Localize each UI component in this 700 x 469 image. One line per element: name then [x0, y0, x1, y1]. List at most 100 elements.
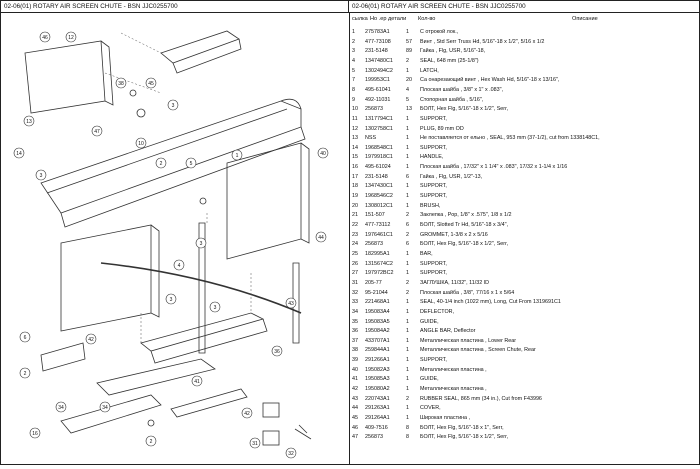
- part-number-cell: 221468A1: [365, 299, 390, 306]
- description-cell: Заклепка , Pop, 1/8" x .575", 1/8 x 1/2: [420, 212, 512, 219]
- svg-text:40: 40: [320, 151, 326, 157]
- quantity-cell: 1: [406, 328, 409, 335]
- description-cell: SEAL, 648 mm (25-1/8"): [420, 57, 479, 64]
- part-number-cell: 205-77: [365, 279, 382, 286]
- ref-number-cell: 26: [352, 260, 358, 267]
- callout-balloon: 40: [317, 147, 329, 159]
- description-cell: ЗАГЛУШКА, 11/32", 11/32 ID: [420, 279, 490, 286]
- quantity-cell: 1: [406, 115, 409, 122]
- ref-number-cell: 14: [352, 144, 358, 151]
- part-number-cell: 1347430C1: [365, 183, 393, 190]
- quantity-cell: 1: [406, 125, 409, 132]
- ref-number-cell: 19: [352, 193, 358, 200]
- quantity-cell: 8: [406, 434, 409, 441]
- ref-number-cell: 31: [352, 279, 358, 286]
- ref-number-cell: 8: [352, 86, 355, 93]
- description-cell: COVER,: [420, 405, 441, 412]
- quantity-cell: 4: [406, 86, 409, 93]
- callout-balloon: 3: [209, 301, 221, 313]
- ref-number-cell: 44: [352, 405, 358, 412]
- description-cell: Плоская шайба , 17/32" x 1 1/4" x .083",…: [420, 164, 568, 171]
- parts-list-header-title: 02-06(01) ROTARY AIR SCREEN CHUTE - BSN …: [349, 1, 699, 13]
- description-cell: SUPPORT,: [420, 115, 447, 122]
- quantity-cell: 1: [406, 386, 409, 393]
- description-cell: SUPPORT,: [420, 357, 447, 364]
- part-number-cell: 1308012C1: [365, 202, 393, 209]
- svg-text:41: 41: [194, 379, 200, 385]
- part-number-cell: 195084A2: [365, 328, 390, 335]
- ref-number-cell: 27: [352, 270, 358, 277]
- part-number-cell: 477-73112: [365, 222, 391, 228]
- part-number-cell: 1302758C1: [365, 125, 393, 132]
- callout-balloon: 3: [167, 99, 179, 111]
- callout-balloon: 3: [35, 169, 47, 181]
- ref-number-cell: 18: [352, 183, 358, 190]
- svg-text:2: 2: [160, 161, 163, 167]
- callout-balloon: 3: [165, 293, 177, 305]
- description-cell: Винт , Std Serr Truss Hd, 5/16"-18 x 1/2…: [420, 38, 545, 45]
- quantity-cell: 1: [406, 308, 409, 315]
- description-cell: LATCH,: [420, 67, 439, 74]
- part-number-cell: 195080A2: [365, 386, 390, 393]
- drawing-header-title: 02-06(01) ROTARY AIR SCREEN CHUTE - BSN …: [1, 1, 349, 13]
- quantity-cell: 2: [406, 289, 409, 296]
- callout-balloon: 10: [135, 137, 147, 149]
- svg-text:34: 34: [102, 405, 108, 411]
- quantity-cell: 1: [406, 415, 409, 421]
- ref-number-cell: 10: [352, 106, 358, 113]
- description-cell: DEFLECTOR,: [420, 308, 455, 315]
- part-number-cell: 291264A1: [365, 415, 390, 421]
- part-number-cell: 256873: [365, 106, 383, 113]
- ref-number-cell: 36: [352, 328, 358, 335]
- callout-balloon: 2: [19, 367, 31, 379]
- svg-text:14: 14: [16, 151, 22, 157]
- description-cell: Стопорная шайба , 5/16",: [420, 96, 484, 103]
- ref-number-cell: 24: [352, 241, 358, 248]
- ref-number-cell: 5: [352, 67, 355, 74]
- part-number-cell: 1976461C1: [365, 231, 393, 238]
- quantity-cell: 8: [406, 424, 409, 431]
- description-cell: SEAL, 40-1/4 inch (1022 mm), Long, Cut F…: [420, 299, 561, 306]
- description-cell: Металлическая пластина ,: [420, 386, 487, 393]
- svg-text:12: 12: [68, 35, 74, 41]
- callout-balloon: 12: [65, 31, 77, 43]
- description-cell: BRUSH,: [420, 202, 441, 209]
- description-cell: Широкая пластина ,: [420, 415, 471, 421]
- part-number-cell: 433707A1: [365, 337, 390, 344]
- ref-number-cell: 9: [352, 96, 355, 103]
- callout-balloon: 36: [271, 345, 283, 357]
- quantity-cell: 6: [406, 241, 409, 248]
- description-cell: Металлическая пластина , Lower Rear: [420, 337, 517, 344]
- exploded-view-drawing: 46 12 38 13 47 10 14 45 3 3 2 5 1 40 3 4…: [1, 13, 350, 464]
- part-number-cell: 291266A1: [365, 357, 390, 364]
- description-cell: GUIDE,: [420, 318, 439, 325]
- part-number-cell: 197972BC2: [365, 270, 394, 277]
- ref-number-cell: 23: [352, 231, 358, 238]
- svg-text:13: 13: [26, 119, 32, 125]
- ref-number-cell: 42: [352, 386, 358, 393]
- ref-number-cell: 22: [352, 222, 358, 228]
- description-cell: SUPPORT,: [420, 183, 447, 190]
- description-cell: БОЛТ, Hex Flg, 5/16"-18 x 1/2", Serr,: [420, 106, 509, 113]
- part-number-cell: 256873: [365, 241, 383, 248]
- callout-balloon: 2: [145, 435, 157, 447]
- callout-balloon: 14: [13, 147, 25, 159]
- description-cell: Гайка , Flg, USR, 5/16"-18,: [420, 48, 486, 55]
